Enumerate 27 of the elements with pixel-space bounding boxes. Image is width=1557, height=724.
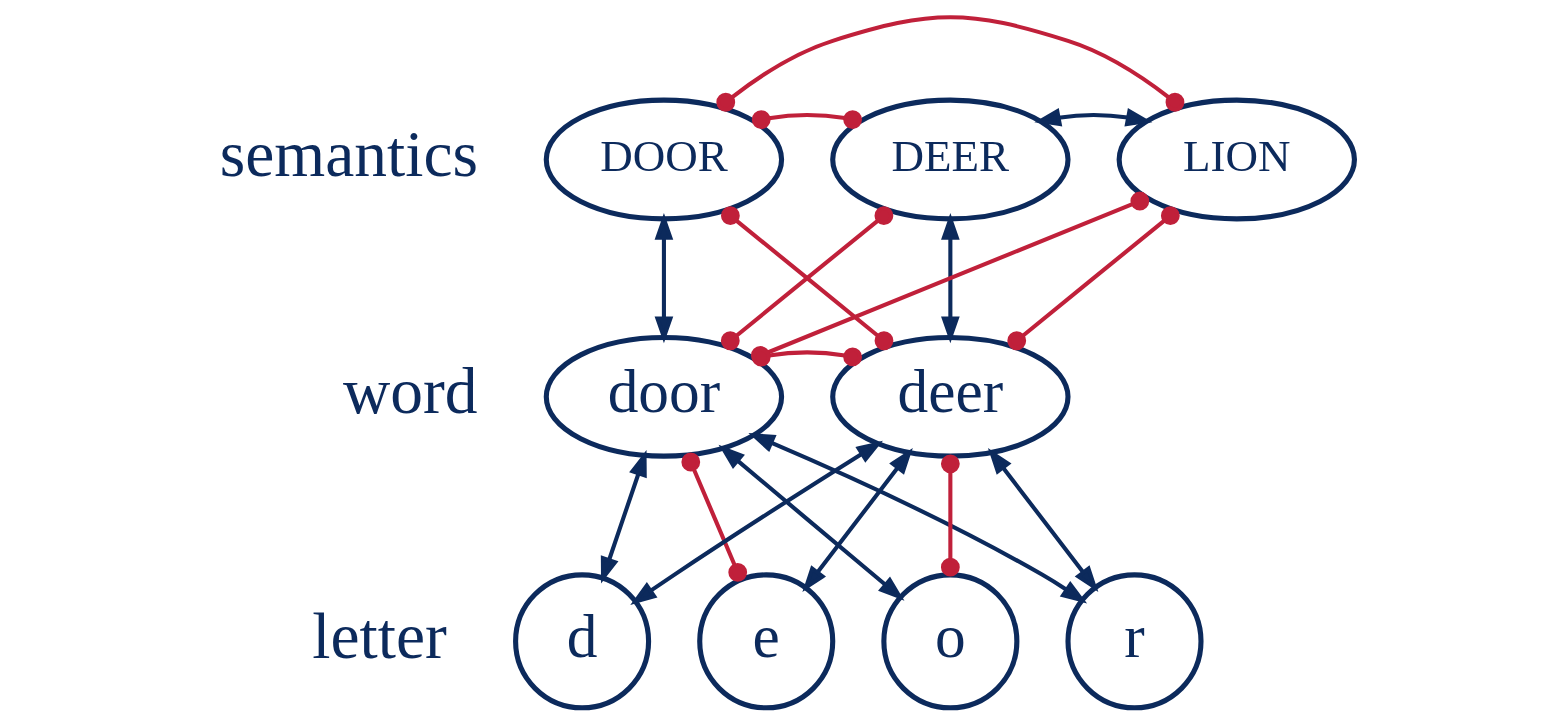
connector: [1007, 205, 1180, 350]
arrow: [654, 212, 674, 343]
node-ellipse: door: [543, 334, 785, 459]
node-ellipse: DEER: [830, 97, 1071, 221]
arrow: [630, 440, 883, 605]
node-ellipse: LION: [1116, 97, 1357, 221]
label: semantics: [219, 117, 478, 190]
label: word: [342, 354, 478, 427]
arrow: [941, 212, 960, 343]
node-ellipse: DOOR: [543, 97, 785, 221]
connector: [720, 205, 894, 350]
arrow: [1034, 107, 1153, 126]
arrow: [748, 432, 1088, 604]
connector: [681, 452, 748, 582]
node-circle: r: [1065, 571, 1204, 710]
arrow: [802, 447, 913, 592]
label: letter: [312, 599, 447, 672]
arrow: [718, 444, 905, 601]
connector: [716, 14, 1185, 112]
arrow: [600, 449, 647, 583]
node-circle: o: [881, 571, 1020, 710]
connector: [751, 109, 863, 129]
connector: [940, 453, 960, 577]
node-circle: e: [697, 571, 836, 710]
arrow: [987, 447, 1099, 592]
node-ellipse: deer: [830, 334, 1071, 459]
node-circle: d: [513, 571, 652, 710]
